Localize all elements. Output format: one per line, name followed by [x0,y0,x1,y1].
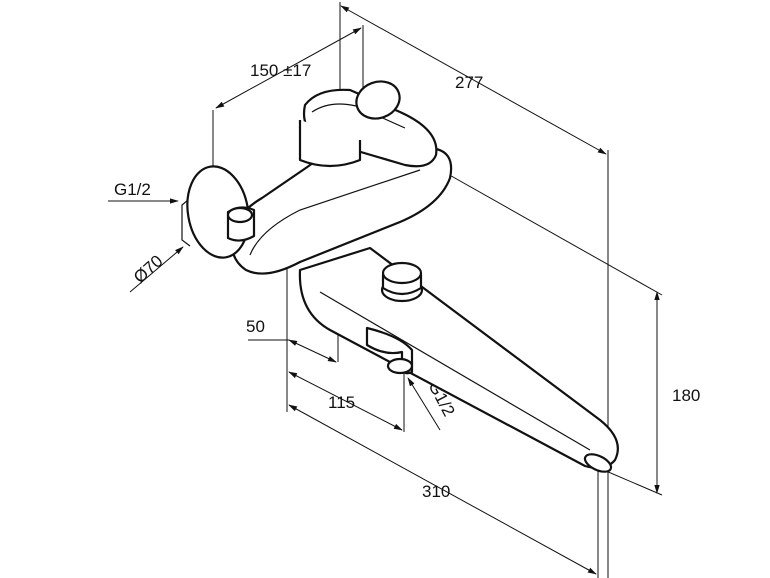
spout [298,246,619,470]
label-d70: Ø70 [130,251,167,287]
faucet-illustration [181,80,619,473]
leader-g12-bottom [407,377,441,431]
label-277: 277 [455,73,483,92]
label-150: 150 ±17 [250,61,311,80]
dimension-lines [108,5,660,575]
cartridge-cap [298,120,362,168]
dim-line-150 [215,27,362,109]
mixer-body [230,146,453,275]
label-50: 50 [246,317,265,336]
dim-line-277 [340,5,607,155]
dim-line-50 [288,339,337,363]
label-115: 115 [328,393,355,412]
label-180: 180 [672,386,700,405]
leader-d70 [129,246,184,293]
label-g12-left: G1/2 [114,180,151,199]
dim-line-310 [288,404,597,575]
label-310: 310 [422,482,450,501]
rear-rosette [355,80,401,120]
spout-outlet [583,453,613,473]
